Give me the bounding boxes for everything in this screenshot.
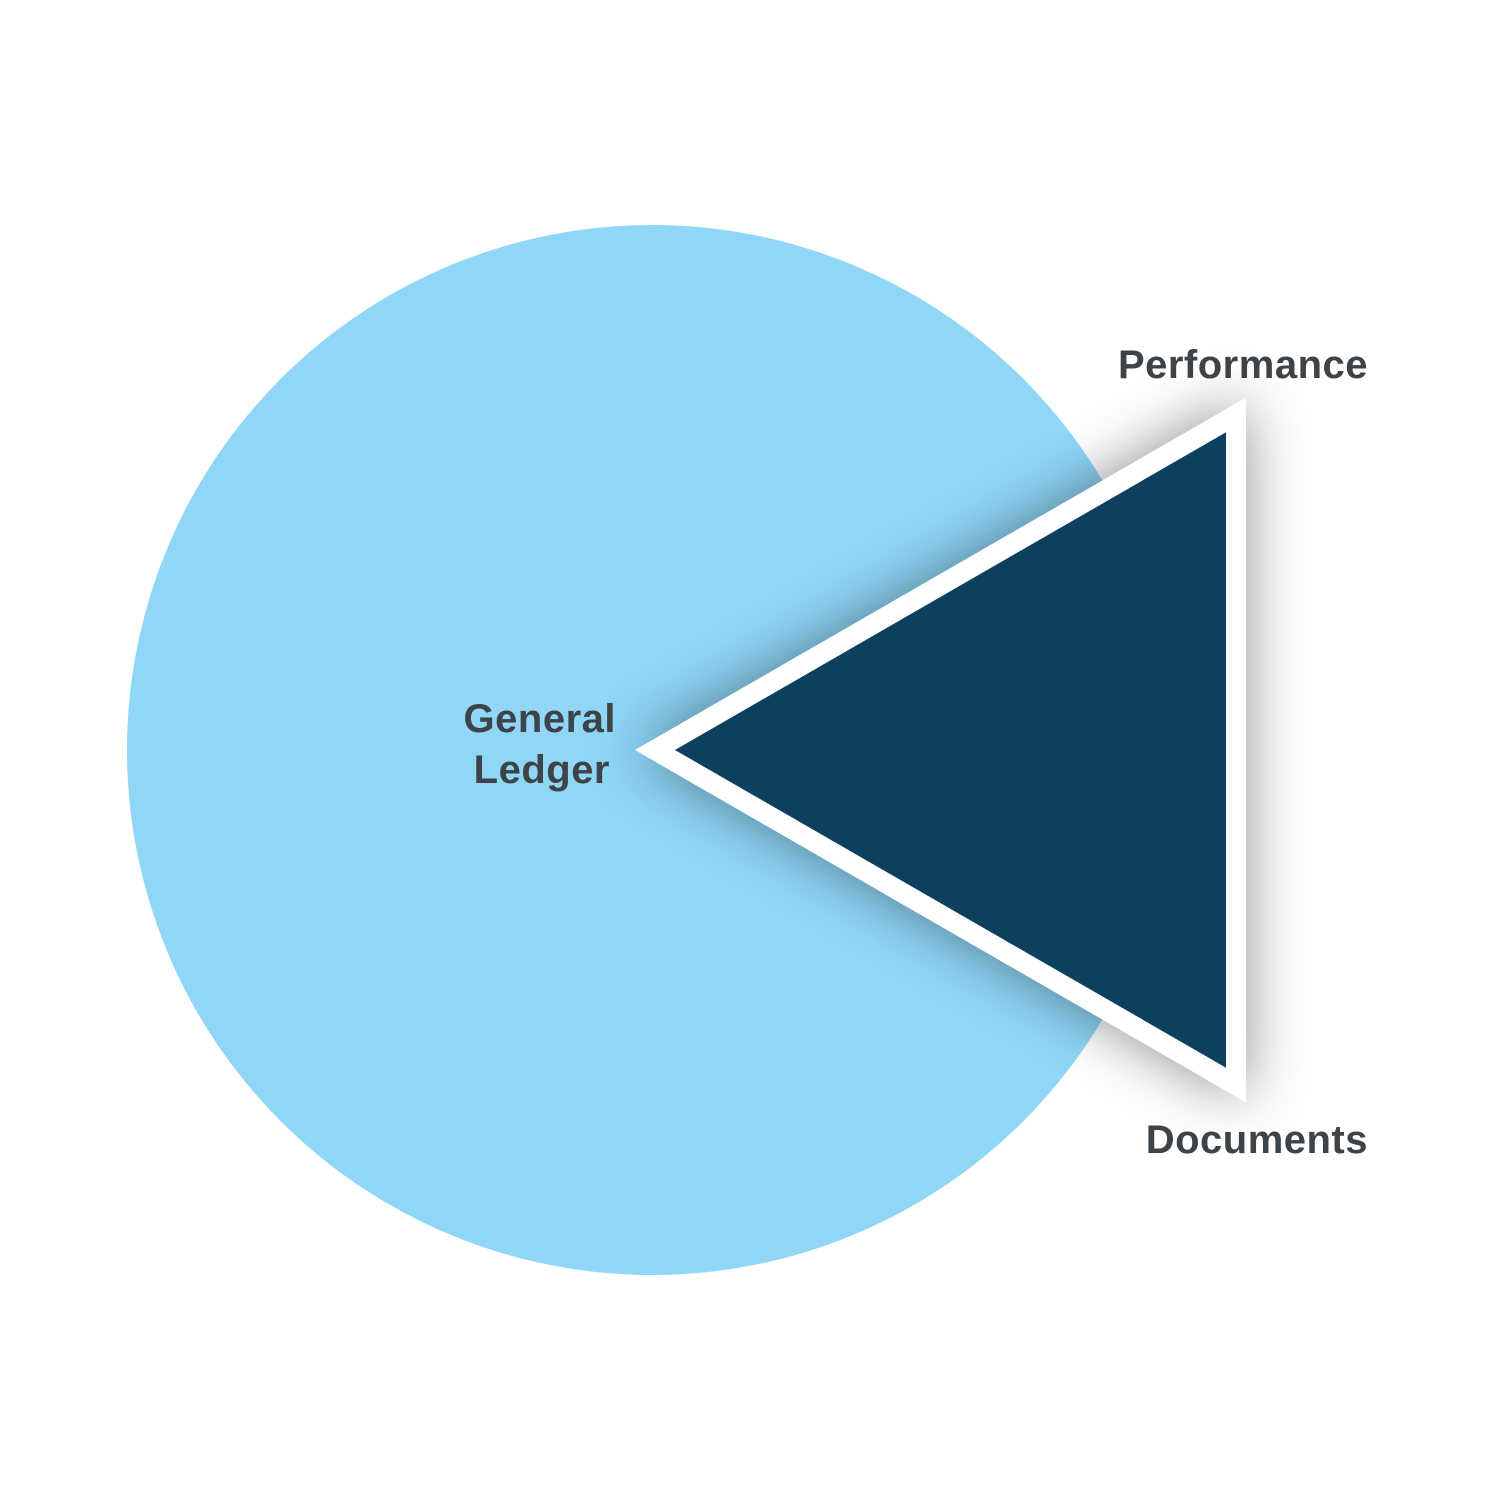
performance-label: Performance xyxy=(1118,343,1368,387)
wedge-triangle xyxy=(634,397,1246,1103)
general-ledger-label-line2: Ledger xyxy=(474,748,610,792)
documents-label: Documents xyxy=(1146,1118,1368,1162)
general-ledger-label-line1: General xyxy=(464,697,616,741)
